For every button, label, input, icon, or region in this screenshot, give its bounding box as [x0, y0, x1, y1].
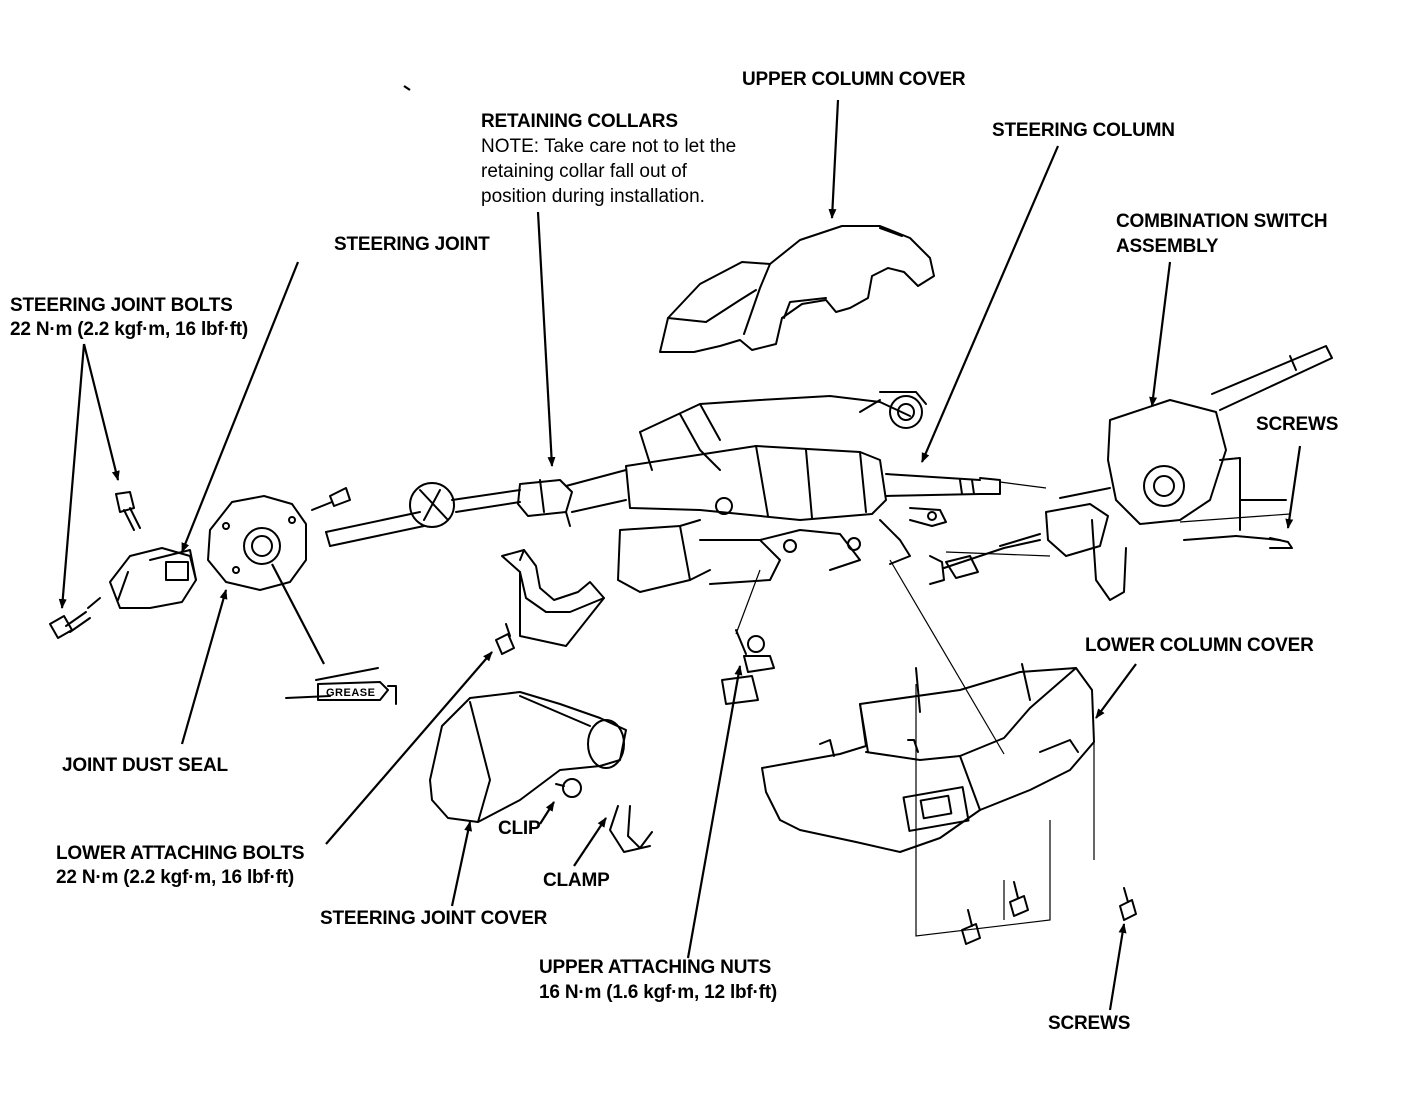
label-lower-column-cover: LOWER COLUMN COVER	[1085, 635, 1314, 656]
steering-joint-cover-part	[429, 691, 653, 853]
retaining-collars-note-line-1: NOTE: Take care not to let the	[481, 136, 737, 157]
lower-attaching-bolt-part	[495, 623, 515, 655]
upper-column-cover-part	[659, 225, 935, 353]
intermediate-shaft-part	[325, 479, 573, 547]
lower-column-cover-part	[761, 663, 1095, 853]
combination-switch-part	[945, 345, 1333, 601]
label-lower-attaching-bolts-torque: 22 N·m (2.2 kgf·m, 16 lbf·ft)	[56, 867, 295, 888]
retaining-collars-note-line-3: position during installation.	[481, 186, 705, 207]
label-screws-bottom: SCREWS	[1048, 1013, 1131, 1034]
label-combination-switch-line-1: COMBINATION SWITCH	[1116, 211, 1328, 232]
retaining-bracket-part	[501, 549, 605, 647]
label-steering-joint-cover: STEERING JOINT COVER	[320, 908, 548, 929]
steering-joint-part	[109, 547, 197, 609]
label-lower-attaching-bolts: LOWER ATTACHING BOLTS	[56, 843, 305, 864]
steering-joint-bolt-lower	[49, 597, 101, 639]
label-steering-joint-bolts: STEERING JOINT BOLTS	[10, 295, 233, 316]
label-steering-joint-bolts-torque: 22 N·m (2.2 kgf·m, 16 lbf·ft)	[10, 319, 249, 340]
steering-joint-bolt-upper	[115, 491, 141, 531]
label-joint-dust-seal: JOINT DUST SEAL	[62, 755, 228, 776]
label-combination-switch-line-2: ASSEMBLY	[1116, 236, 1219, 257]
label-retaining-collars: RETAINING COLLARS	[481, 111, 678, 132]
label-upper-attaching-nuts-torque: 16 N·m (1.6 kgf·m, 12 lbf·ft)	[539, 982, 778, 1003]
joint-dust-seal-part	[207, 487, 351, 591]
lower-cover-screws	[961, 881, 1137, 945]
label-screws-right: SCREWS	[1256, 414, 1339, 435]
label-clamp: CLAMP	[543, 870, 610, 891]
label-steering-column: STEERING COLUMN	[992, 120, 1175, 141]
grease-tube-part	[285, 667, 397, 705]
retaining-collars-note-line-2: retaining collar fall out of	[481, 161, 687, 182]
label-steering-joint: STEERING JOINT	[334, 234, 490, 255]
label-upper-column-cover: UPPER COLUMN COVER	[742, 69, 966, 90]
label-clip: CLIP	[498, 818, 541, 839]
grease-label: GREASE	[326, 687, 376, 699]
label-upper-attaching-nuts: UPPER ATTACHING NUTS	[539, 957, 772, 978]
steering-column-tube	[565, 391, 1001, 593]
